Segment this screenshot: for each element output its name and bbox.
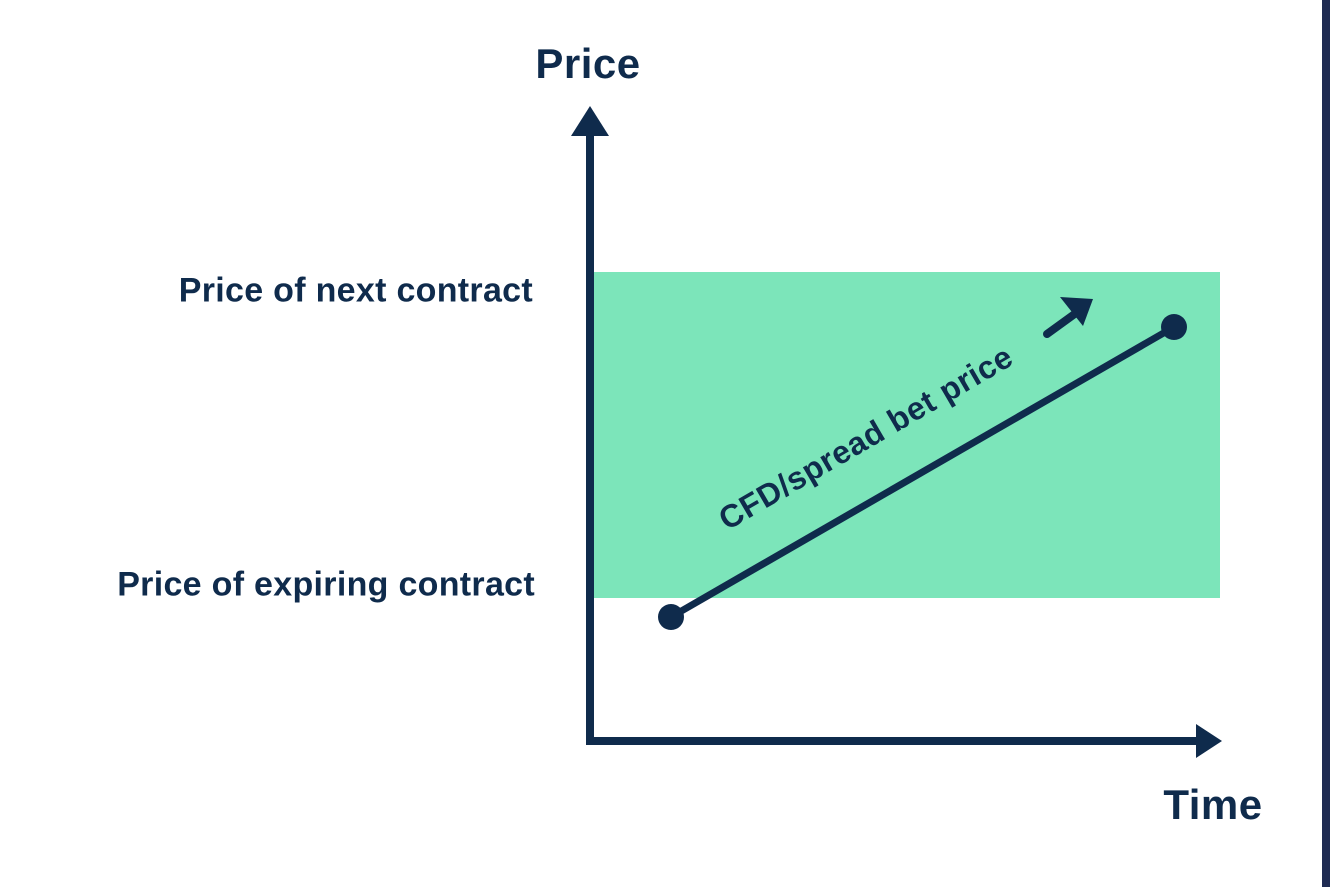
right-edge-strip (1322, 0, 1330, 887)
y-axis-title: Price (535, 40, 641, 87)
expiring-contract-level-label: Price of expiring contract (117, 565, 535, 604)
label-arrow-shaft (1043, 309, 1080, 338)
x-axis-arrowhead-icon (1196, 724, 1222, 758)
line-start-dot (658, 604, 684, 630)
spread-band (594, 272, 1220, 598)
line-end-dot (1161, 314, 1187, 340)
price-line (669, 323, 1176, 621)
x-axis-title: Time (1163, 781, 1263, 828)
next-contract-level-label: Price of next contract (178, 271, 533, 310)
y-axis-arrowhead-icon (571, 106, 609, 136)
label-arrow-head-icon (1060, 297, 1093, 326)
